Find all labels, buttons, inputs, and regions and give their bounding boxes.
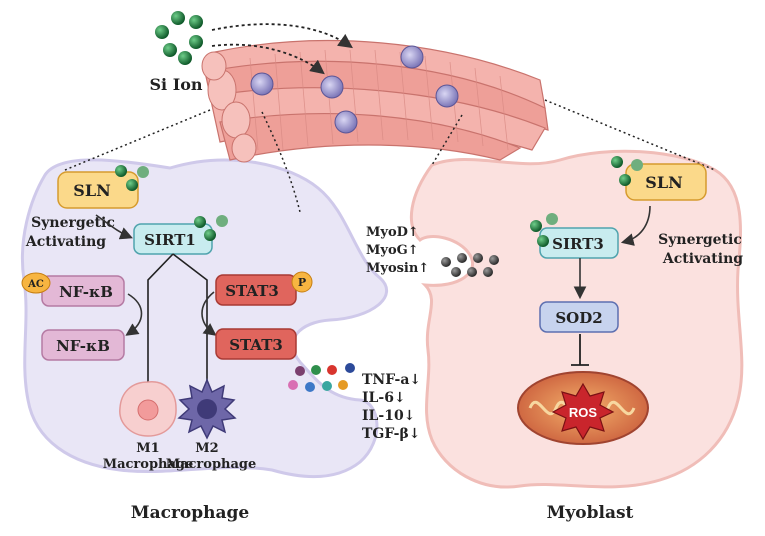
sod2-box: SOD2	[539, 301, 619, 333]
stat3-bottom-label: STAT3	[229, 336, 283, 354]
cytokine-il10: IL-10↓	[362, 408, 415, 424]
macrophage-title: Macrophage	[131, 503, 250, 523]
fiber-nuclei	[250, 45, 459, 134]
mac-activating-arrow	[95, 214, 133, 240]
macrophage-cell	[20, 158, 388, 478]
mac-sln-box: SLN	[57, 171, 139, 209]
sod2-inhibition	[571, 334, 589, 366]
stat3-dephosphorylation-arrow	[201, 291, 217, 336]
myoblast-title: Myoblast	[547, 503, 634, 523]
nfkb-acetylated-box: NF-κB	[41, 275, 125, 307]
m2-macrophage-icon	[177, 378, 237, 440]
sirt1-box: SIRT1	[133, 223, 213, 255]
m1-macrophage-icon	[119, 381, 177, 437]
ros-label: ROS	[569, 405, 598, 420]
marker-myosin: Myosin↑	[366, 261, 429, 276]
sirt3-label: SIRT3	[552, 235, 604, 253]
sirt3-box: SIRT3	[539, 227, 619, 259]
muscle-fiber-bundle	[201, 40, 549, 163]
ac-badge-label: AC	[27, 279, 44, 290]
m2-label-line1: M2	[195, 441, 218, 456]
marker-myog: MyoG↑	[366, 243, 419, 258]
stat3-phospho-box: STAT3	[215, 274, 297, 306]
myoblast-vesicle-dots	[441, 253, 499, 277]
stat3-top-label: STAT3	[225, 282, 279, 300]
nfkb-top-label: NF-κB	[59, 283, 113, 301]
m2-label-line2: Macrophage	[166, 457, 257, 472]
m1-label-line2: Macrophage	[103, 457, 194, 472]
ros-burst: ROS	[551, 382, 615, 441]
zoom-guide-lines	[64, 99, 716, 213]
cytokine-il6: IL-6↓	[362, 390, 406, 406]
nfkb-box: NF-κB	[41, 329, 125, 361]
si-ion-label: Si Ion	[150, 75, 203, 94]
nfkb-bottom-label: NF-κB	[56, 337, 110, 355]
myo-synergetic-line1: Synergetic	[658, 232, 742, 248]
myo-sln-label: SLN	[645, 173, 682, 192]
mac-sln-label: SLN	[73, 181, 110, 200]
mac-synergetic-line1: Synergetic	[31, 215, 115, 231]
p-badge-label: P	[298, 276, 306, 289]
cytokine-tnf: TNF-a↓	[362, 372, 421, 388]
ion-delivery-arrows	[211, 23, 353, 75]
m1-label-line1: M1	[136, 441, 159, 456]
sirt1-label: SIRT1	[144, 231, 196, 249]
nfkb-deacetylation-arrow	[125, 293, 143, 336]
ac-badge: AC	[21, 272, 51, 294]
cytokine-tgf: TGF-β↓	[362, 426, 421, 442]
cytokine-dots	[288, 363, 355, 392]
myo-sln-box: SLN	[625, 163, 707, 201]
si-ion-cluster	[155, 11, 203, 65]
p-badge: P	[291, 271, 313, 293]
myo-activating-arrow	[620, 205, 651, 246]
myo-synergetic-line2: Activating	[662, 251, 743, 267]
mac-synergetic-line2: Activating	[25, 234, 106, 250]
stat3-box: STAT3	[215, 328, 297, 360]
sod2-label: SOD2	[555, 309, 602, 327]
marker-myod: MyoD↑	[366, 225, 419, 240]
